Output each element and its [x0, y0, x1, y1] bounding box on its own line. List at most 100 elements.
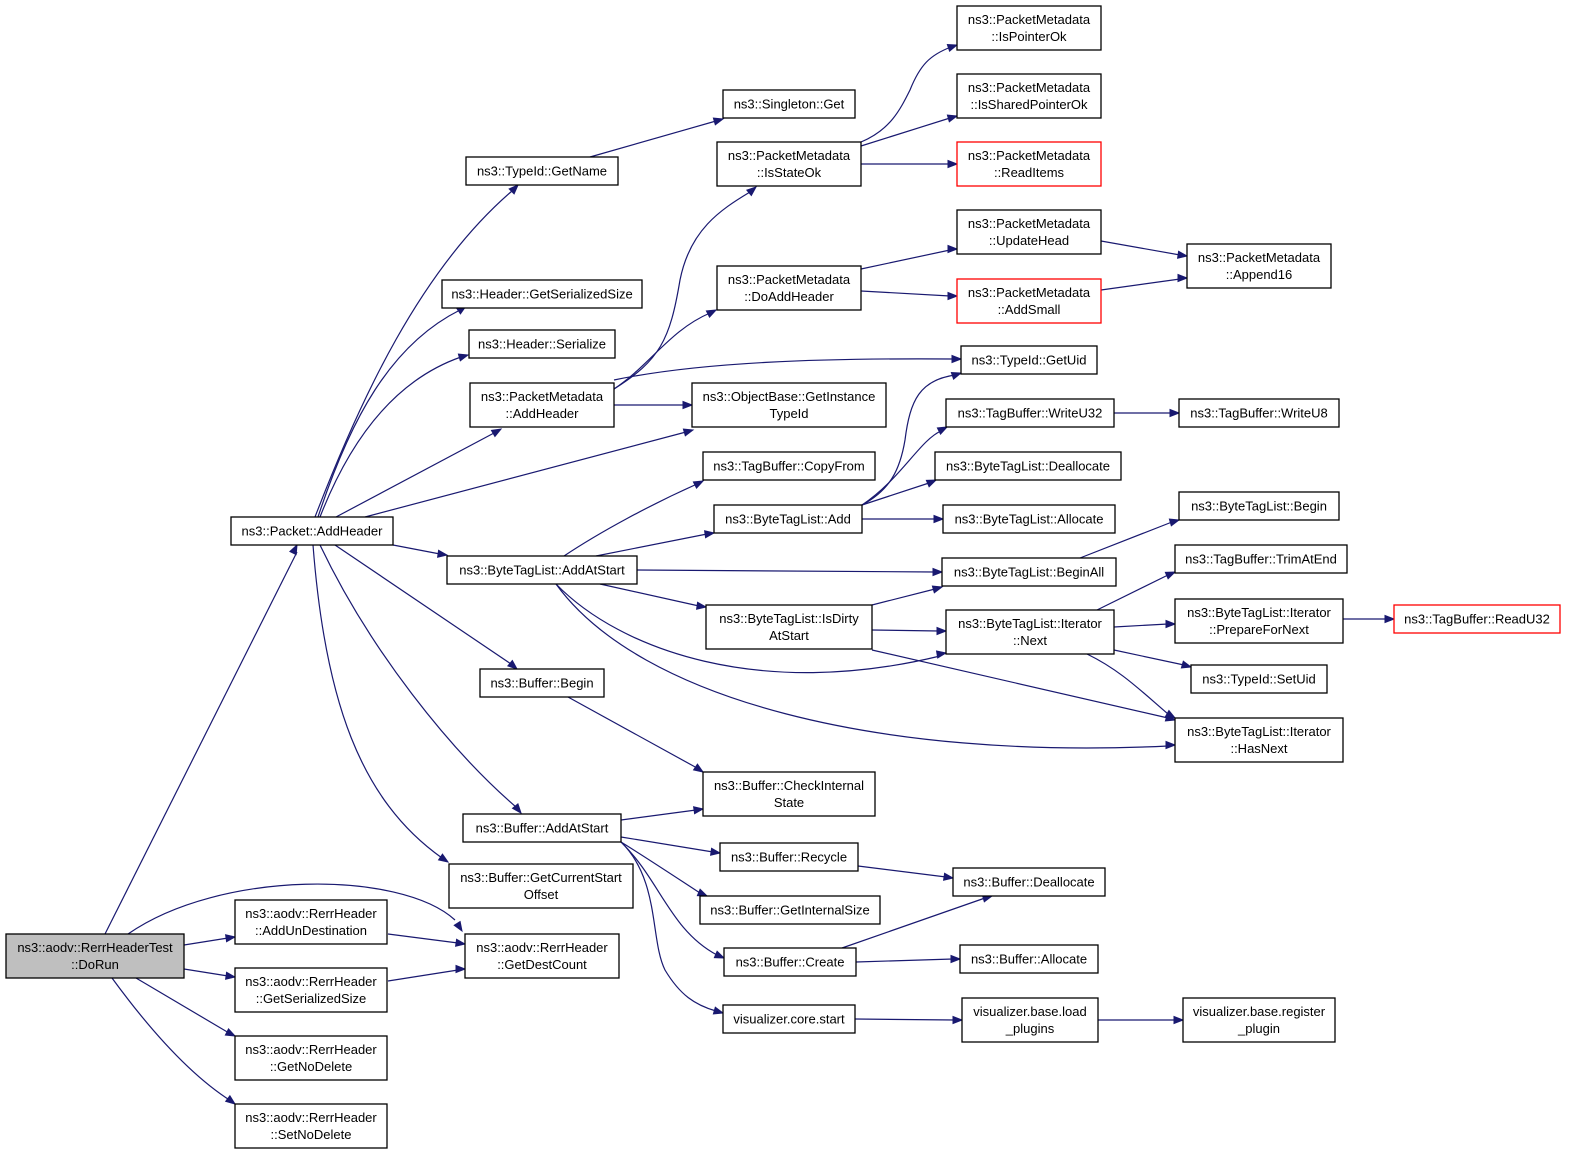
- call-edge: [111, 977, 237, 1105]
- node-rh-getnodelete[interactable]: ns3::aodv::RerrHeader::GetNoDelete: [234, 1035, 388, 1081]
- node-vis-register[interactable]: visualizer.base.register _plugin: [1182, 997, 1336, 1043]
- node-pm-addheader[interactable]: ns3::PacketMetadata::AddHeader: [469, 382, 615, 428]
- node-label-line: ns3::TagBuffer::TrimAtEnd: [1185, 552, 1337, 567]
- node-box: [1174, 544, 1348, 574]
- call-edge-arrowhead: [437, 853, 450, 863]
- node-btl-beginall[interactable]: ns3::ByteTagList::BeginAll: [941, 557, 1117, 587]
- call-edge-line: [860, 117, 951, 147]
- node-rh-getsersize[interactable]: ns3::aodv::RerrHeader::GetSerializedSize: [234, 967, 388, 1013]
- node-pm-ispointerok[interactable]: ns3::PacketMetadata::IsPointerOk: [956, 5, 1102, 51]
- call-edge-line: [364, 431, 687, 518]
- call-edge: [861, 426, 949, 506]
- call-edge-line: [854, 1018, 956, 1021]
- call-edge-line: [855, 958, 954, 963]
- node-buf-allocate[interactable]: ns3::Buffer::Allocate: [959, 944, 1099, 974]
- node-box: [956, 141, 1102, 187]
- node-label-line: ns3::TypeId::SetUid: [1202, 672, 1315, 687]
- call-edge-line: [595, 533, 708, 557]
- node-vis-core-start[interactable]: visualizer.core.start: [722, 1004, 856, 1034]
- node-hdr-serialize[interactable]: ns3::Header::Serialize: [468, 329, 616, 359]
- node-buf-create[interactable]: ns3::Buffer::Create: [723, 947, 857, 977]
- call-edge-arrowhead: [1165, 619, 1177, 629]
- call-edge: [613, 354, 963, 381]
- node-pm-readitems[interactable]: ns3::PacketMetadata::ReadItems: [956, 141, 1102, 187]
- node-typeid-getuid[interactable]: ns3::TypeId::GetUid: [960, 345, 1098, 375]
- node-btl-it-next[interactable]: ns3::ByteTagList::Iterator::Next: [945, 609, 1115, 655]
- node-buf-deallocate[interactable]: ns3::Buffer::Deallocate: [952, 867, 1106, 897]
- call-edge-arrowhead: [946, 114, 959, 123]
- call-edge: [335, 428, 503, 518]
- node-label-line: ns3::ByteTagList::AddAtStart: [459, 563, 625, 578]
- node-box: [464, 933, 620, 979]
- call-edge-line: [314, 190, 513, 518]
- node-box: [959, 944, 1099, 974]
- node-rh-getdestcount[interactable]: ns3::aodv::RerrHeader::GetDestCount: [464, 933, 620, 979]
- node-label-line: ns3::Singleton::Get: [734, 97, 845, 112]
- node-tb-writeu32[interactable]: ns3::TagBuffer::WriteU32: [945, 398, 1115, 428]
- node-singleton-get[interactable]: ns3::Singleton::Get: [722, 89, 856, 119]
- node-btl-it-hasnext[interactable]: ns3::ByteTagList::Iterator::HasNext: [1174, 717, 1344, 763]
- node-pm-addsmall[interactable]: ns3::PacketMetadata::AddSmall: [956, 278, 1102, 324]
- node-buf-begin[interactable]: ns3::Buffer::Begin: [479, 668, 605, 698]
- node-rh-addundest[interactable]: ns3::aodv::RerrHeader::AddUnDestination: [234, 899, 388, 945]
- node-label-line: visualizer.base.register: [1193, 1004, 1326, 1019]
- node-pm-updatehead[interactable]: ns3::PacketMetadata::UpdateHead: [956, 209, 1102, 255]
- node-pm-isstateok[interactable]: ns3::PacketMetadata::IsStateOk: [716, 141, 862, 187]
- node-box: [234, 967, 388, 1013]
- node-box: [5, 933, 185, 979]
- call-edge-line: [1100, 278, 1181, 291]
- node-tb-copyfrom[interactable]: ns3::TagBuffer::CopyFrom: [702, 451, 876, 481]
- call-edge-arrowhead: [1165, 740, 1177, 750]
- call-edge: [1086, 653, 1177, 719]
- node-btl-it-prepare[interactable]: ns3::ByteTagList::Iterator::PrepareForNe…: [1174, 598, 1344, 644]
- node-buf-recycle[interactable]: ns3::Buffer::Recycle: [719, 842, 859, 872]
- node-box: [956, 5, 1102, 51]
- node-tb-trimatend[interactable]: ns3::TagBuffer::TrimAtEnd: [1174, 544, 1348, 574]
- node-label-line: ns3::PacketMetadata: [728, 272, 851, 287]
- node-dorun[interactable]: ns3::aodv::RerrHeaderTest::DoRun: [5, 933, 185, 979]
- node-pm-append16[interactable]: ns3::PacketMetadata::Append16: [1186, 243, 1332, 289]
- call-edge: [614, 400, 694, 410]
- node-btl-deallocate[interactable]: ns3::ByteTagList::Deallocate: [934, 451, 1122, 481]
- call-edge: [861, 159, 959, 169]
- node-pm-doaddheader[interactable]: ns3::PacketMetadata::DoAddHeader: [716, 265, 862, 311]
- node-typeid-getname[interactable]: ns3::TypeId::GetName: [465, 156, 619, 186]
- node-buf-addatstart[interactable]: ns3::Buffer::AddAtStart: [462, 813, 622, 843]
- node-box: [716, 141, 862, 187]
- node-tb-readu32[interactable]: ns3::TagBuffer::ReadU32: [1393, 604, 1561, 634]
- node-box: [469, 382, 615, 428]
- node-btl-begin[interactable]: ns3::ByteTagList::Begin: [1178, 491, 1340, 521]
- node-btl-addatstart[interactable]: ns3::ByteTagList::AddAtStart: [446, 555, 638, 585]
- call-edge: [127, 883, 463, 935]
- node-typeid-setuid[interactable]: ns3::TypeId::SetUid: [1190, 664, 1328, 694]
- node-box: [952, 867, 1106, 897]
- node-rh-setnodelete[interactable]: ns3::aodv::RerrHeader::SetNoDelete: [234, 1103, 388, 1149]
- node-hdr-getsersize[interactable]: ns3::Header::GetSerializedSize: [441, 279, 643, 309]
- call-edge-arrowhead: [682, 400, 694, 410]
- node-btl-add[interactable]: ns3::ByteTagList::Add: [713, 504, 863, 534]
- node-label-line: ns3::PacketMetadata: [968, 216, 1091, 231]
- node-btl-allocate[interactable]: ns3::ByteTagList::Allocate: [942, 504, 1116, 534]
- node-pkt-addheader[interactable]: ns3::Packet::AddHeader: [230, 516, 394, 546]
- node-box: [441, 279, 643, 309]
- call-edge: [861, 371, 963, 506]
- node-box: [702, 771, 876, 817]
- call-edge: [620, 806, 705, 821]
- node-label-line: ns3::Buffer::AddAtStart: [476, 821, 609, 836]
- call-edge-arrowhead: [692, 806, 705, 815]
- node-pm-issharedpointerok[interactable]: ns3::PacketMetadata::IsSharedPointerOk: [956, 73, 1102, 119]
- node-tb-writeu8[interactable]: ns3::TagBuffer::WriteU8: [1178, 398, 1340, 428]
- call-edge-arrowhead: [935, 650, 948, 659]
- call-edge-arrowhead: [506, 659, 519, 670]
- call-edge: [862, 514, 945, 524]
- node-vis-load[interactable]: visualizer.base.load_plugins: [961, 997, 1099, 1043]
- node-label-line: ns3::ByteTagList::Begin: [1191, 499, 1327, 514]
- call-edge-line: [563, 483, 698, 557]
- node-label-line: _plugin: [1237, 1021, 1280, 1036]
- node-buf-getinternalsize[interactable]: ns3::Buffer::GetInternalSize: [699, 895, 881, 925]
